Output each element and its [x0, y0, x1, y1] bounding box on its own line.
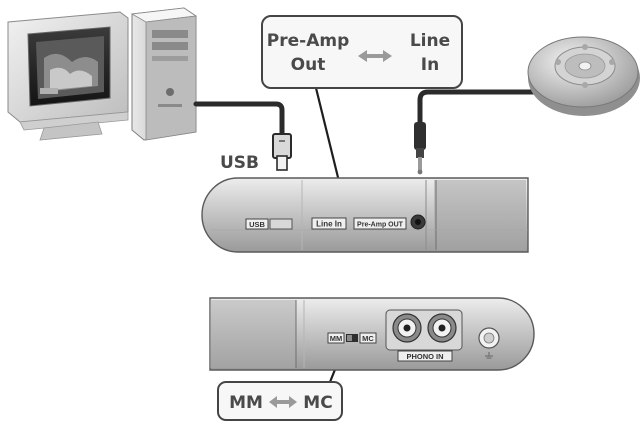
callout-mm: MM	[229, 393, 263, 413]
callout-preamp-line1: Pre-Amp	[267, 31, 349, 51]
cd-player-icon	[527, 36, 640, 116]
back-mc-label: MC	[362, 334, 374, 343]
back-mm-label: MM	[330, 334, 343, 343]
callout-line-in-line1: Line	[410, 31, 450, 51]
callout-mc: MC	[303, 393, 332, 413]
usb-plug-icon	[272, 133, 292, 171]
callout-usb: USB	[220, 153, 259, 173]
front-usb-label: USB	[249, 220, 265, 229]
front-audio-jack-port[interactable]	[410, 214, 426, 230]
back-phono-in-label: PHONO IN	[406, 352, 443, 361]
computer-monitor-icon	[7, 11, 129, 141]
double-arrow-icon	[358, 50, 392, 62]
double-arrow-icon	[269, 396, 297, 408]
callout-preamp-line2: Out	[291, 55, 326, 75]
mm-mc-callout: MM MC	[217, 381, 343, 421]
audio-cable	[417, 89, 548, 127]
phono-in-right-jack[interactable]	[427, 313, 457, 343]
phono-in-left-jack[interactable]	[392, 313, 422, 343]
back-panel: MM MC PHONO IN	[209, 297, 535, 371]
front-line-in-label: Line In	[316, 220, 342, 229]
audio-jack-plug-icon	[414, 122, 426, 175]
front-panel: USB Line In Pre-Amp OUT	[201, 177, 529, 253]
pc-tower-icon	[130, 7, 198, 141]
preamp-line-callout: Pre-Amp Out Line In	[261, 15, 463, 89]
ground-terminal[interactable]	[478, 327, 500, 349]
callout-line-in-line2: In	[421, 55, 439, 75]
ground-symbol-icon	[485, 352, 493, 359]
usb-cable	[193, 101, 285, 141]
mm-mc-switch[interactable]	[346, 334, 358, 342]
front-preamp-out-label: Pre-Amp OUT	[357, 222, 404, 229]
